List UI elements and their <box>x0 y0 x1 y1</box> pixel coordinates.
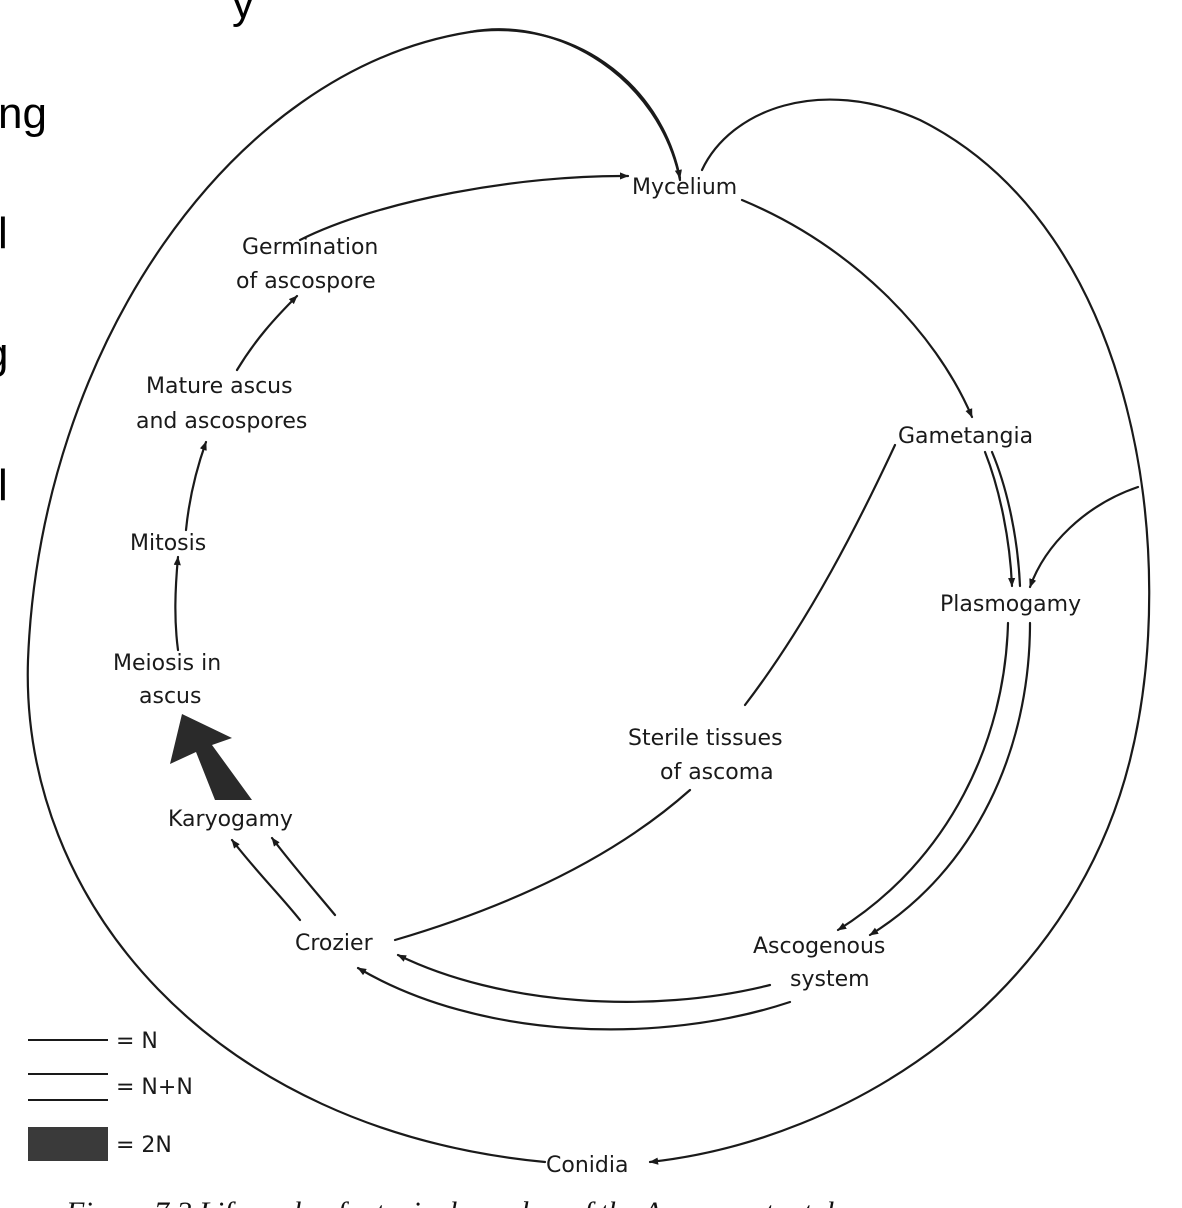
node-ascogenous-line1: Ascogenous <box>753 934 885 959</box>
arrow-mitosis-to-mature <box>184 440 208 532</box>
legend-2n-label: = 2N <box>116 1133 172 1158</box>
side-fragment-3: l <box>0 209 8 258</box>
node-gametangia: Gametangia <box>898 424 1033 449</box>
side-fragment-5: l <box>0 461 8 510</box>
arrow-mycelium-to-gametangia <box>740 198 974 419</box>
side-fragment-2: ng <box>0 89 47 138</box>
node-karyogamy: Karyogamy <box>168 807 293 832</box>
node-mature-line2: and ascospores <box>136 409 307 434</box>
arrow-germination-to-mycelium <box>298 172 630 242</box>
node-germination-line1: Germination <box>242 235 378 260</box>
legend-nn-label: = N+N <box>116 1075 193 1100</box>
node-crozier: Crozier <box>295 931 374 956</box>
outer-to-plasmogamy <box>1028 485 1140 589</box>
outer-loop-left <box>26 28 682 1164</box>
side-fragment-1: y <box>232 0 254 28</box>
node-meiosis-line1: Meiosis in <box>113 651 221 676</box>
arrow-crozier-to-karyogamy-a <box>230 838 302 922</box>
node-mitosis: Mitosis <box>130 531 206 556</box>
arrow-plasmogamy-to-ascogenous-a <box>836 621 1010 932</box>
node-conidia: Conidia <box>546 1153 628 1178</box>
legend-n-label: = N <box>116 1029 158 1054</box>
side-fragment-4: g <box>0 329 8 378</box>
node-ascogenous-line2: system <box>790 967 870 992</box>
node-mature-line1: Mature ascus <box>146 374 293 399</box>
node-meiosis-line2: ascus <box>139 684 201 709</box>
node-plasmogamy: Plasmogamy <box>940 592 1081 617</box>
node-sterile-line2: of ascoma <box>660 760 774 785</box>
node-sterile-line1: Sterile tissues <box>628 726 783 751</box>
line-gametangia-to-sterile <box>743 443 897 707</box>
figure-caption: Figure 7.2 Life cycle of a typical membe… <box>65 1196 868 1208</box>
arrow-gametangia-to-plasmogamy-b <box>990 450 1022 588</box>
legend: = N = N+N = 2N <box>28 1029 193 1161</box>
arrow-karyogamy-to-meiosis-2n <box>170 714 252 800</box>
arrow-ascogenous-to-crozier-b <box>356 966 792 1031</box>
arrow-ascogenous-to-crozier-a <box>396 953 772 1003</box>
legend-2n-swatch <box>28 1127 108 1161</box>
arrow-plasmogamy-to-ascogenous-b <box>868 621 1032 937</box>
arrow-meiosis-to-mitosis <box>173 555 181 652</box>
arrow-mycelium-to-outer <box>468 28 682 180</box>
arrow-mature-to-germination <box>235 294 299 372</box>
arrow-crozier-to-karyogamy-b <box>270 836 337 917</box>
node-mycelium: Mycelium <box>632 175 737 200</box>
outer-loop-right <box>648 98 1151 1165</box>
node-germination-line2: of ascospore <box>236 269 376 294</box>
arrow-gametangia-to-plasmogamy-a <box>983 450 1016 588</box>
line-sterile-to-crozier <box>393 788 692 942</box>
